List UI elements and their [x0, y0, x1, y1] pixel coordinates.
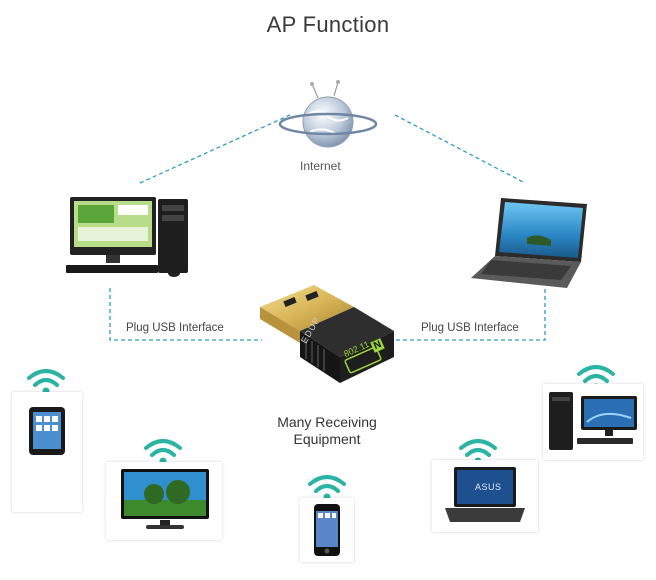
receiving-label-line2: Equipment — [293, 431, 361, 447]
globe-icon — [278, 80, 378, 148]
usb-adapter-icon — [260, 285, 394, 383]
phone-icon — [314, 504, 340, 556]
receiving-laptop-icon — [445, 467, 525, 522]
desktop-pc-icon — [66, 197, 188, 277]
diagram-title: AP Function — [266, 12, 390, 37]
tv-card — [106, 462, 222, 540]
plug-usb-label-right: Plug USB Interface — [421, 322, 519, 334]
desktop-card — [543, 384, 643, 460]
laptop-icon — [471, 198, 587, 288]
wifi-icon — [27, 369, 65, 395]
internet-label: Internet — [300, 159, 341, 173]
tv-icon — [121, 469, 209, 529]
asus-logo: ASUS — [475, 482, 502, 492]
tablet-icon — [29, 407, 65, 455]
laptop-card: ASUS — [432, 460, 538, 532]
plug-usb-label-left: Plug USB Interface — [126, 322, 224, 334]
receiving-label-line1: Many Receiving — [277, 414, 377, 430]
tablet-card — [12, 392, 82, 512]
line-internet-laptop — [394, 114, 526, 184]
phone-card — [300, 498, 354, 562]
line-desktop-adapter — [109, 288, 262, 341]
receiving-equipment-label: Many Receiving Equipment — [252, 414, 402, 448]
line-laptop-adapter — [396, 288, 546, 341]
line-desktop-internet — [139, 114, 291, 184]
receiving-desktop-icon — [549, 392, 637, 450]
